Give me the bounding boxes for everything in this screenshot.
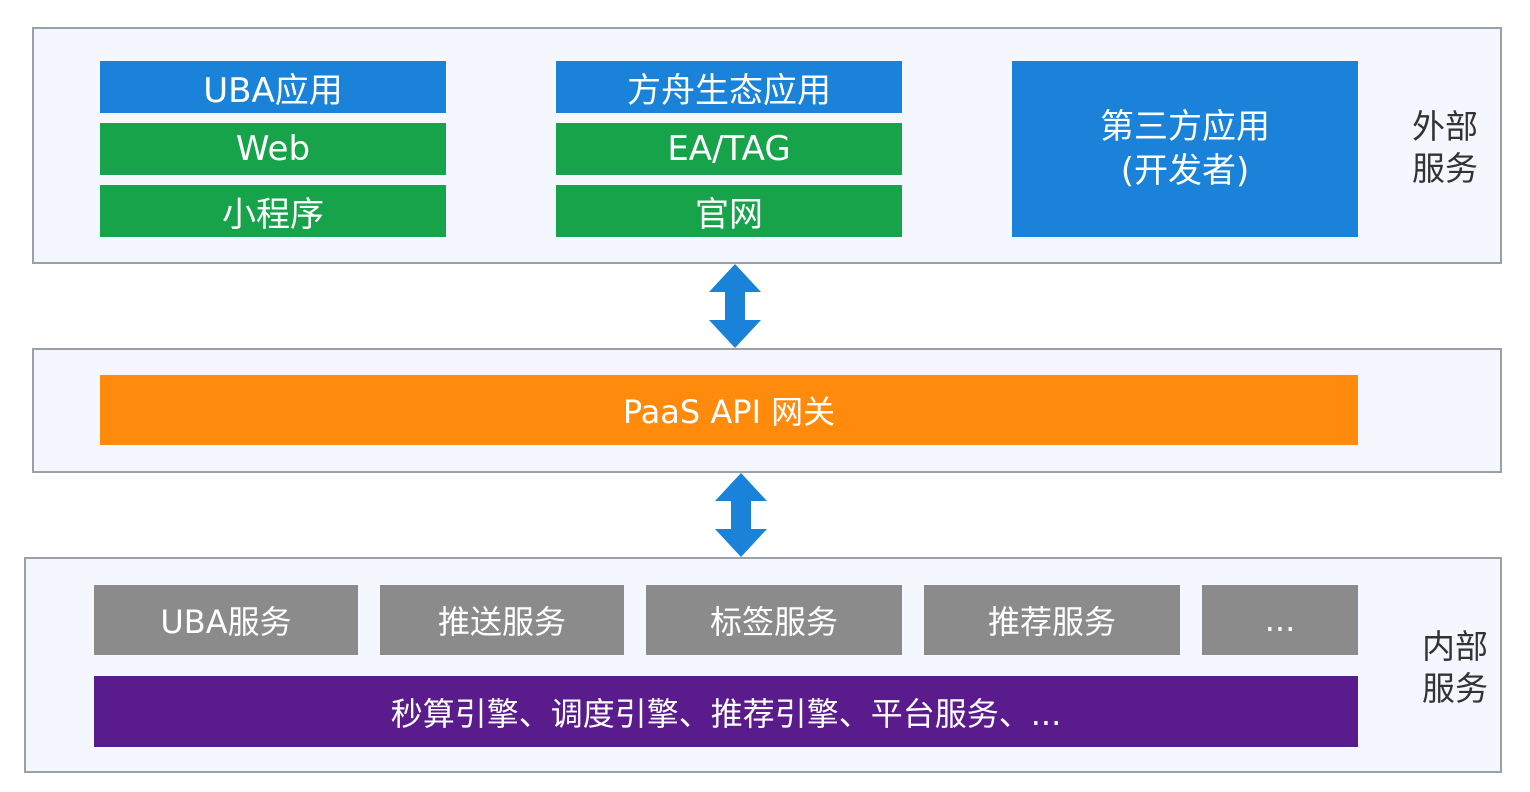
- ea-tag-label: EA/TAG: [667, 129, 791, 169]
- third-party-app-label: 第三方应用: [1100, 107, 1270, 147]
- tag-service-label: 标签服务: [709, 603, 838, 641]
- uba-service-box: UBA服务: [94, 585, 358, 655]
- uba-app-box: UBA应用: [100, 61, 446, 113]
- uba-service-label: UBA服务: [160, 603, 292, 641]
- double-arrow-vertical-icon: [715, 473, 767, 557]
- push-service-label: 推送服务: [437, 603, 566, 641]
- tag-service-box: 标签服务: [646, 585, 902, 655]
- official-site-label: 官网: [695, 194, 763, 235]
- internal-label-line1: 内部: [1422, 627, 1488, 666]
- push-service-box: 推送服务: [380, 585, 624, 655]
- recommend-service-box: 推荐服务: [924, 585, 1180, 655]
- more-service-box: ...: [1202, 585, 1358, 655]
- uba-app-label: UBA应用: [203, 70, 343, 111]
- web-label: Web: [235, 129, 311, 169]
- ark-ecosystem-app-label: 方舟生态应用: [627, 70, 831, 111]
- external-label-line2: 服务: [1412, 149, 1478, 188]
- mini-program-label: 小程序: [222, 194, 324, 235]
- external-label-line1: 外部: [1412, 107, 1478, 146]
- external-services-label: 外部 服务: [1412, 106, 1478, 190]
- engines-box: 秒算引擎、调度引擎、推荐引擎、平台服务、...: [94, 676, 1358, 747]
- internal-services-label: 内部 服务: [1422, 626, 1488, 710]
- engines-label: 秒算引擎、调度引擎、推荐引擎、平台服务、...: [390, 694, 1062, 733]
- ark-ecosystem-app-box: 方舟生态应用: [556, 61, 902, 113]
- paas-api-gateway-label: PaaS API 网关: [622, 393, 836, 431]
- more-service-label: ...: [1264, 601, 1296, 639]
- mini-program-box: 小程序: [100, 185, 446, 237]
- third-party-developer-label: (开发者): [1120, 151, 1250, 191]
- web-box: Web: [100, 123, 446, 175]
- internal-label-line2: 服务: [1422, 669, 1488, 708]
- double-arrow-vertical-icon: [709, 264, 761, 348]
- ea-tag-box: EA/TAG: [556, 123, 902, 175]
- recommend-service-label: 推荐服务: [987, 603, 1116, 641]
- paas-api-gateway-box: PaaS API 网关: [100, 375, 1358, 445]
- official-site-box: 官网: [556, 185, 902, 237]
- third-party-app-box: 第三方应用 (开发者): [1012, 61, 1358, 237]
